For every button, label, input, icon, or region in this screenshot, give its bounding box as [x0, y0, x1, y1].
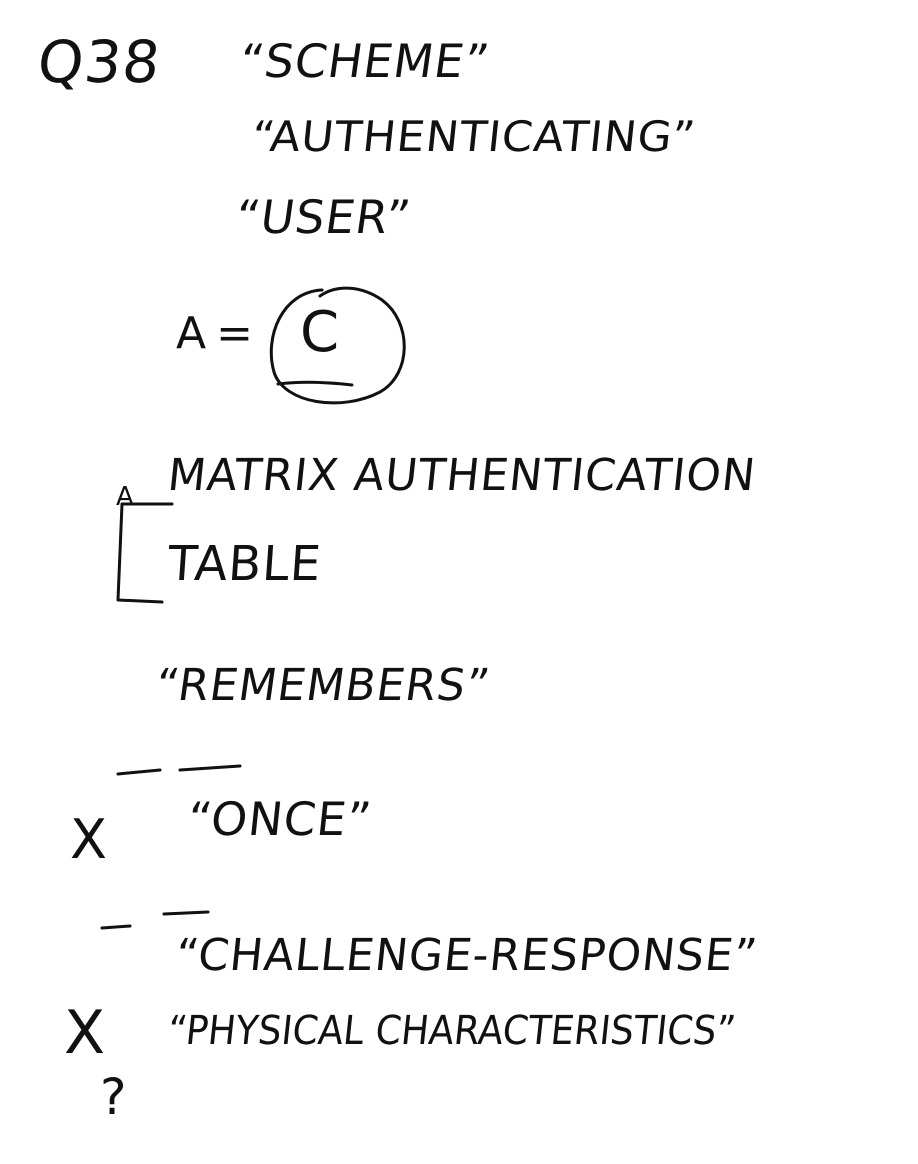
option-a-bracket — [116, 502, 174, 604]
dash-marks-challenge — [100, 910, 210, 930]
option-a-line-2: TABLE — [166, 536, 324, 592]
term-once: “ONCE” — [185, 792, 375, 846]
term-challenge-response: “CHALLENGE-RESPONSE” — [173, 930, 761, 981]
term-scheme: “SCHEME” — [236, 34, 494, 88]
cross-mark-once: X — [70, 808, 108, 871]
term-authenticating: “AUTHENTICATING” — [249, 112, 699, 161]
answer-prefix: A = — [176, 308, 253, 359]
term-remembers: “REMEMBERS” — [152, 660, 494, 711]
cross-mark-physical: X — [64, 998, 107, 1068]
answer-underline — [276, 380, 354, 387]
question-number: Q38 — [34, 28, 165, 96]
dash-marks-once — [116, 764, 242, 776]
term-physical-characteristics: “PHYSICAL CHARACTERISTICS” — [165, 1008, 738, 1054]
term-user: “USER” — [232, 190, 415, 244]
answer-circle — [269, 286, 406, 405]
answer-letter: C — [300, 300, 341, 365]
option-a-line-1: MATRIX AUTHENTICATION — [165, 450, 759, 501]
question-mark: ? — [100, 1068, 128, 1126]
